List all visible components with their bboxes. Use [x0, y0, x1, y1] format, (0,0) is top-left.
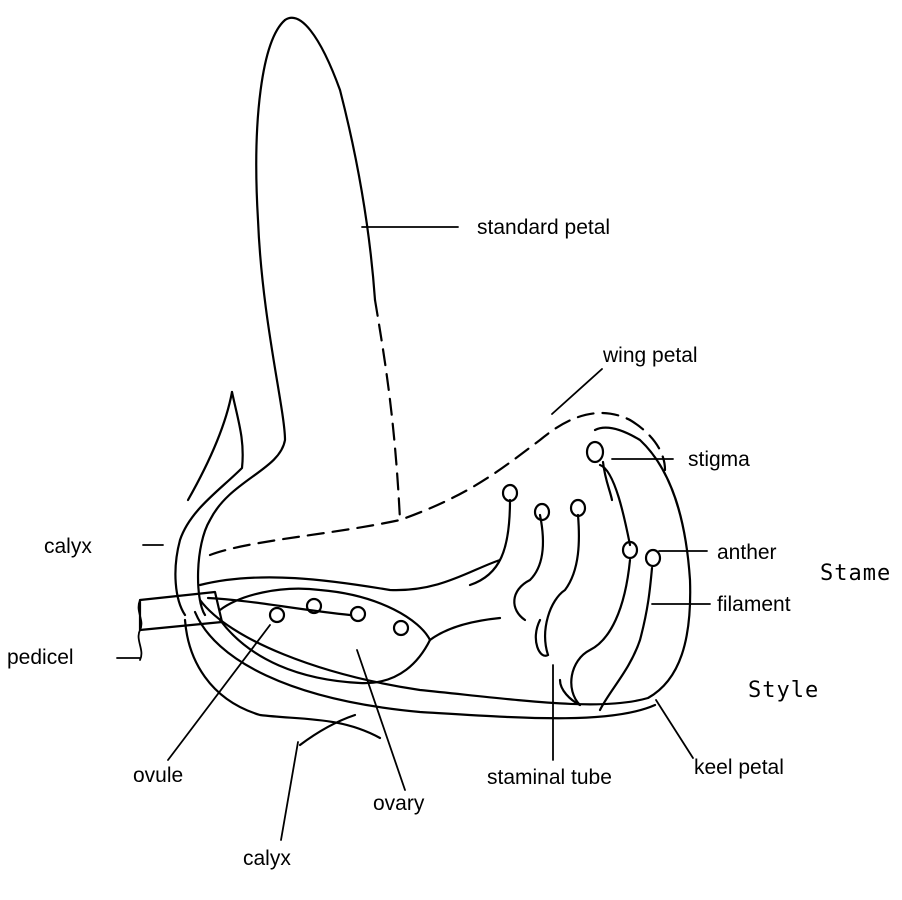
ovules [270, 599, 408, 635]
label-keel-petal: keel petal [694, 756, 784, 779]
label-stamen: Stame [820, 561, 891, 586]
ovule-3 [351, 607, 365, 621]
stigma-tip [587, 442, 603, 462]
keel-petal-shape [185, 428, 690, 745]
label-standard-petal: standard petal [477, 216, 610, 239]
label-calyx-left: calyx [44, 535, 92, 558]
label-wing-petal: wing petal [602, 344, 698, 367]
anthers [503, 485, 660, 566]
label-ovule: ovule [133, 764, 183, 787]
label-style: Style [748, 678, 819, 703]
style-shape [587, 442, 630, 545]
anther-1 [503, 485, 517, 501]
calyx-upper-shape [175, 392, 242, 615]
anther-3 [571, 500, 585, 516]
label-stigma: stigma [688, 448, 750, 471]
label-ovary: ovary [373, 792, 425, 815]
pedicel-shape [139, 592, 222, 660]
label-filament: filament [717, 593, 791, 616]
anther-5 [646, 550, 660, 566]
label-staminal-tube: staminal tube [487, 766, 612, 789]
label-anther: anther [717, 541, 777, 564]
wing-petal-shape [210, 413, 665, 555]
anther-2 [535, 504, 549, 520]
label-calyx-bottom: calyx [243, 847, 291, 870]
ovule-4 [394, 621, 408, 635]
label-pedicel: pedicel [7, 646, 74, 669]
ovule-1 [270, 608, 284, 622]
leader-lines [117, 227, 710, 840]
staminal-tube-shape [470, 500, 652, 710]
